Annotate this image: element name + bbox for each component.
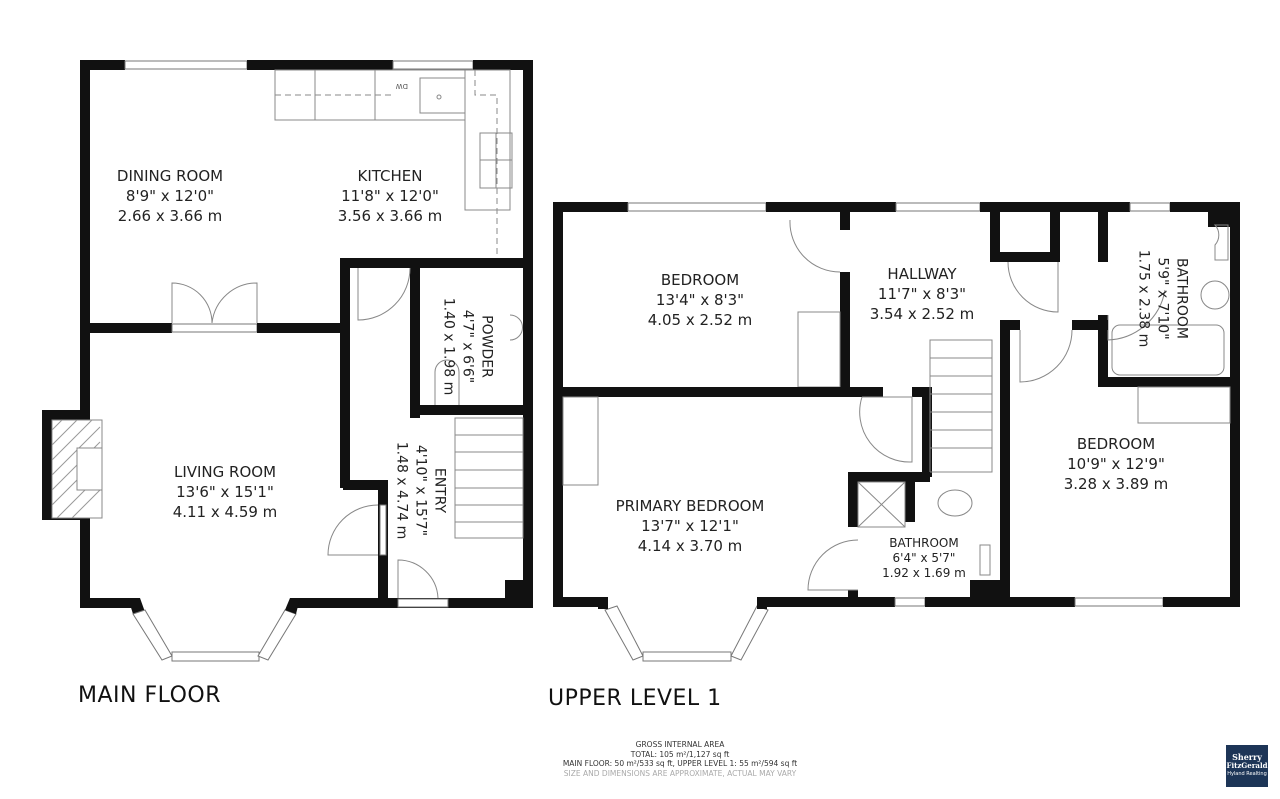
dishwasher-label: DW <box>396 82 408 90</box>
room-metric: 1.75 x 2.38 m <box>1135 249 1152 348</box>
room-metric: 1.48 x 4.74 m <box>393 441 410 540</box>
room-primary-bedroom: PRIMARY BEDROOM 13'7" x 12'1" 4.14 x 3.7… <box>600 496 780 556</box>
room-bedroom-rear: BEDROOM 10'9" x 12'9" 3.28 x 3.89 m <box>1046 434 1186 494</box>
room-name: HALLWAY <box>887 265 957 283</box>
room-name: BATHROOM <box>1173 257 1190 340</box>
room-imperial: 13'7" x 12'1" <box>641 517 739 535</box>
room-dining-room: DINING ROOM 8'9" x 12'0" 2.66 x 3.66 m <box>100 166 240 226</box>
room-name: BEDROOM <box>1076 435 1156 453</box>
area-breakdown: MAIN FLOOR: 50 m²/533 sq ft, UPPER LEVEL… <box>562 759 798 768</box>
area-summary: GROSS INTERNAL AREA TOTAL: 105 m²/1,127 … <box>490 740 870 778</box>
room-imperial: 13'4" x 8'3" <box>655 291 745 309</box>
room-metric: 3.54 x 2.52 m <box>869 305 975 323</box>
room-entry: ENTRY 4'10" x 15'7" 1.48 x 4.74 m <box>392 426 449 556</box>
room-name: DINING ROOM <box>116 167 224 185</box>
room-name: ENTRY <box>431 467 448 514</box>
area-heading: GROSS INTERNAL AREA <box>635 740 725 749</box>
brand-line3: Hyland Realting <box>1227 771 1267 777</box>
room-metric: 3.56 x 3.66 m <box>337 207 443 225</box>
room-bathroom-main: BATHROOM 5'9" x 7'10" 1.75 x 2.38 m <box>1134 239 1191 359</box>
room-name: LIVING ROOM <box>173 463 277 481</box>
room-name: POWDER <box>478 315 495 378</box>
room-name: KITCHEN <box>357 167 423 185</box>
room-metric: 4.11 x 4.59 m <box>172 503 278 521</box>
main-floor-plan: DW <box>42 60 533 662</box>
room-imperial: 11'7" x 8'3" <box>877 285 967 303</box>
room-imperial: 10'9" x 12'9" <box>1067 455 1165 473</box>
room-metric: 4.05 x 2.52 m <box>647 311 753 329</box>
upper-level-plan <box>553 202 1240 662</box>
room-imperial: 4'7" x 6'6" <box>459 309 476 384</box>
room-imperial: 6'4" x 5'7" <box>892 551 956 565</box>
room-powder: POWDER 4'7" x 6'6" 1.40 x 1.98 m <box>439 287 496 407</box>
area-disclaimer: SIZE AND DIMENSIONS ARE APPROXIMATE, ACT… <box>563 768 797 778</box>
room-name: PRIMARY BEDROOM <box>615 497 765 515</box>
room-metric: 2.66 x 3.66 m <box>117 207 223 225</box>
room-name: BATHROOM <box>889 536 959 550</box>
brand-logo: Sherry FitzGerald Hyland Realting <box>1226 745 1268 787</box>
brand-line2: FitzGerald <box>1226 761 1268 770</box>
room-hallway: HALLWAY 11'7" x 8'3" 3.54 x 2.52 m <box>852 264 992 324</box>
room-bedroom-front: BEDROOM 13'4" x 8'3" 4.05 x 2.52 m <box>630 270 770 330</box>
area-total: TOTAL: 105 m²/1,127 sq ft <box>630 749 730 759</box>
room-bathroom-ensuite: BATHROOM 6'4" x 5'7" 1.92 x 1.69 m <box>864 536 984 581</box>
room-kitchen: KITCHEN 11'8" x 12'0" 3.56 x 3.66 m <box>320 166 460 226</box>
room-living-room: LIVING ROOM 13'6" x 15'1" 4.11 x 4.59 m <box>150 462 300 522</box>
brand-line1: Sherry <box>1232 752 1262 762</box>
room-imperial: 8'9" x 12'0" <box>125 187 215 205</box>
floor-title-main: MAIN FLOOR <box>78 683 222 708</box>
room-metric: 4.14 x 3.70 m <box>637 537 743 555</box>
room-metric: 3.28 x 3.89 m <box>1063 475 1169 493</box>
room-imperial: 5'9" x 7'10" <box>1154 257 1171 340</box>
room-imperial: 11'8" x 12'0" <box>341 187 439 205</box>
room-name: BEDROOM <box>660 271 740 289</box>
room-imperial: 4'10" x 15'7" <box>412 444 429 537</box>
room-imperial: 13'6" x 15'1" <box>176 483 274 501</box>
room-metric: 1.40 x 1.98 m <box>440 297 457 396</box>
room-metric: 1.92 x 1.69 m <box>882 566 966 580</box>
floor-title-upper: UPPER LEVEL 1 <box>548 686 722 711</box>
